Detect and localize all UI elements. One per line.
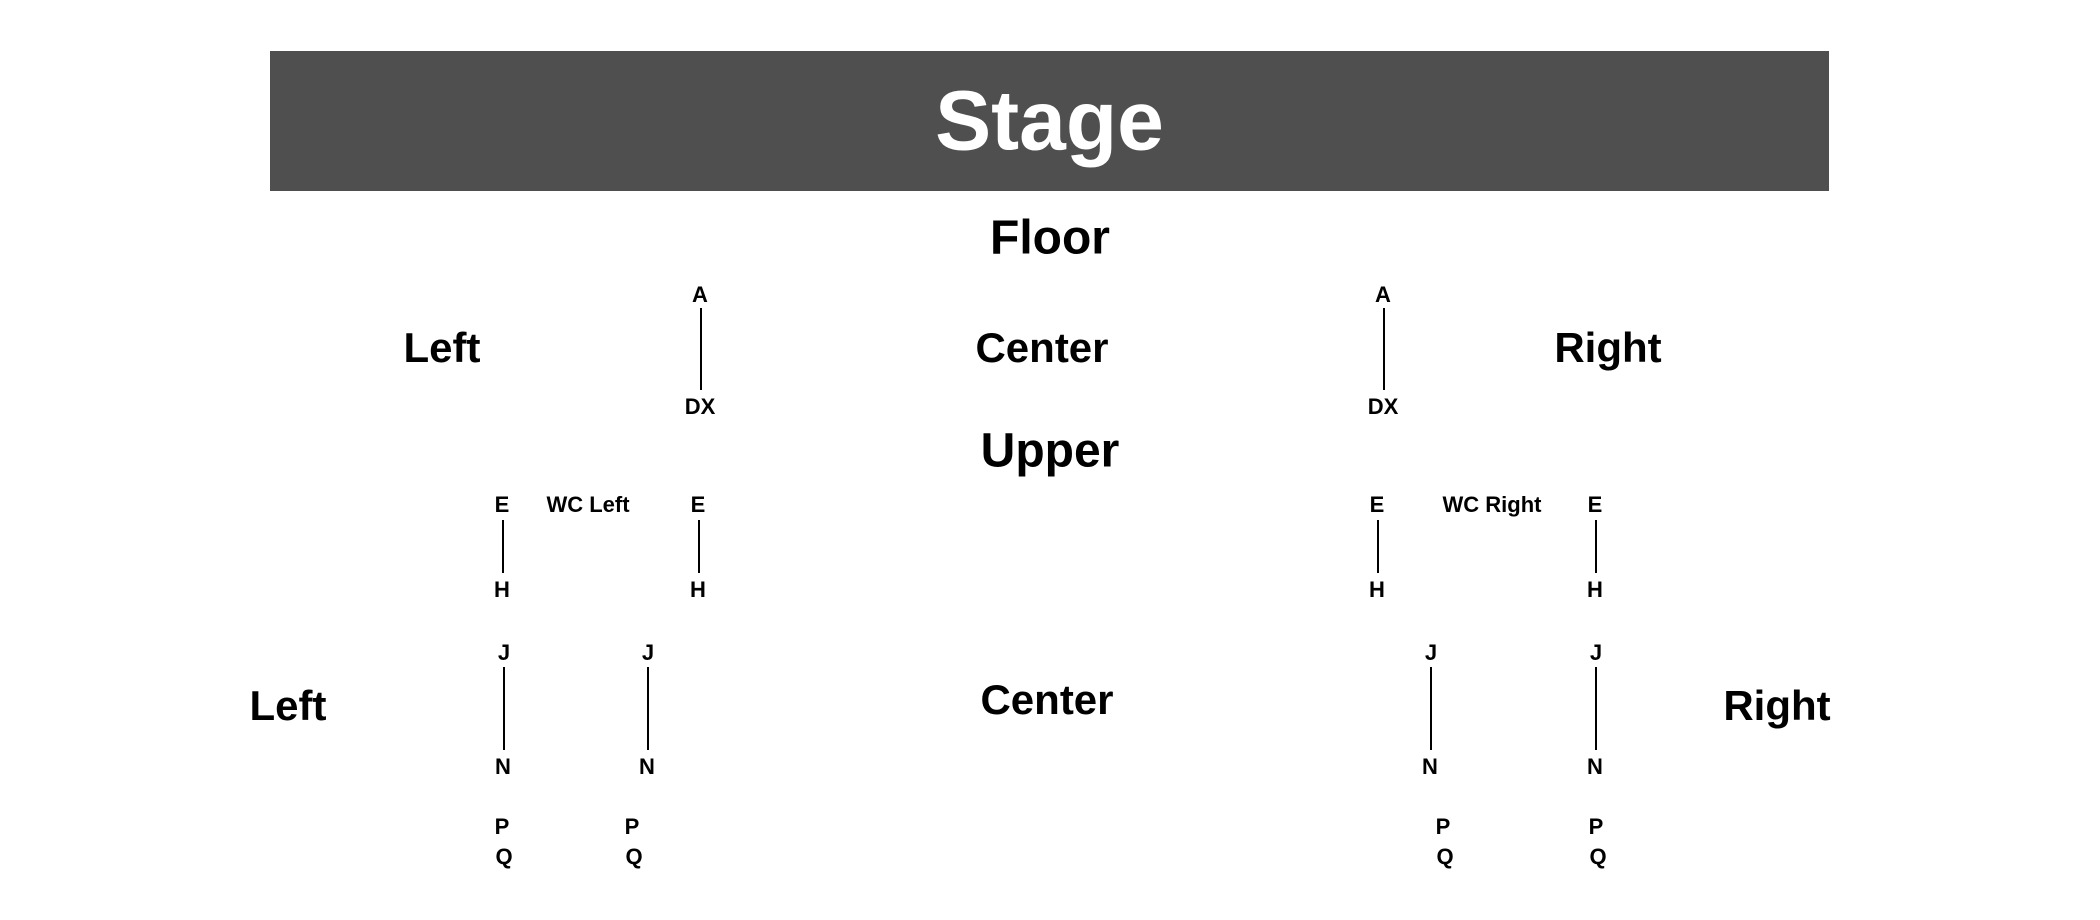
floor-section-center[interactable]: Center xyxy=(975,324,1109,371)
wc-right-label[interactable]: WC Right xyxy=(1442,492,1542,517)
upper-right-row2-top: J xyxy=(1589,640,1603,665)
upper-left-row2-bottom: N xyxy=(639,754,655,779)
floor-title: Floor xyxy=(990,211,1110,265)
upper-right-row2-line xyxy=(1595,667,1597,750)
wc-left-col2-bottom: H xyxy=(690,577,706,602)
floor-left-aisle-bottom: DX xyxy=(684,394,716,419)
upper-left-row2-top: J xyxy=(641,640,655,665)
upper-left-row2-line xyxy=(647,667,649,750)
wc-left-col1-line xyxy=(502,520,504,573)
floor-left-aisle-top: A xyxy=(692,282,708,307)
wc-left-label[interactable]: WC Left xyxy=(546,492,630,517)
wc-right-col2-bottom: H xyxy=(1587,577,1603,602)
upper-section-center[interactable]: Center xyxy=(980,676,1114,723)
wc-right-col1-bottom: H xyxy=(1369,577,1385,602)
stage-label: Stage xyxy=(935,73,1164,168)
upper-right-row2-bottom: N xyxy=(1587,754,1603,779)
wc-left-col1-bottom: H xyxy=(494,577,510,602)
wc-right-col1-line xyxy=(1377,520,1379,573)
stage: Stage xyxy=(270,51,1829,191)
upper-left-row1-line xyxy=(503,667,505,750)
upper-left-row2-p: P xyxy=(624,814,640,839)
upper-right-row2-p: P xyxy=(1588,814,1604,839)
wc-left-col1-top: E xyxy=(494,492,510,517)
upper-section-left[interactable]: Left xyxy=(249,682,327,729)
wc-right-col2-line xyxy=(1595,520,1597,573)
upper-title: Upper xyxy=(980,424,1120,478)
upper-left-row1-p: P xyxy=(494,814,510,839)
floor-left-aisle-line xyxy=(700,308,702,390)
floor-section-left[interactable]: Left xyxy=(403,324,481,371)
wc-left-col2-top: E xyxy=(690,492,706,517)
floor-right-aisle-bottom: DX xyxy=(1367,394,1399,419)
upper-right-row1-top: J xyxy=(1424,640,1438,665)
upper-right-row1-line xyxy=(1430,667,1432,750)
upper-right-row1-q: Q xyxy=(1436,844,1454,869)
wc-right-col2-top: E xyxy=(1587,492,1603,517)
upper-right-row1-bottom: N xyxy=(1422,754,1438,779)
upper-right-row2-q: Q xyxy=(1589,844,1607,869)
floor-right-aisle-top: A xyxy=(1375,282,1391,307)
upper-left-row1-bottom: N xyxy=(495,754,511,779)
upper-section-right[interactable]: Right xyxy=(1723,682,1831,729)
floor-right-aisle-line xyxy=(1383,308,1385,390)
wc-right-col1-top: E xyxy=(1369,492,1385,517)
upper-left-row2-q: Q xyxy=(625,844,643,869)
upper-left-row1-q: Q xyxy=(495,844,513,869)
upper-right-row1-p: P xyxy=(1435,814,1451,839)
upper-left-row1-top: J xyxy=(497,640,511,665)
floor-section-right[interactable]: Right xyxy=(1554,324,1662,371)
wc-left-col2-line xyxy=(698,520,700,573)
